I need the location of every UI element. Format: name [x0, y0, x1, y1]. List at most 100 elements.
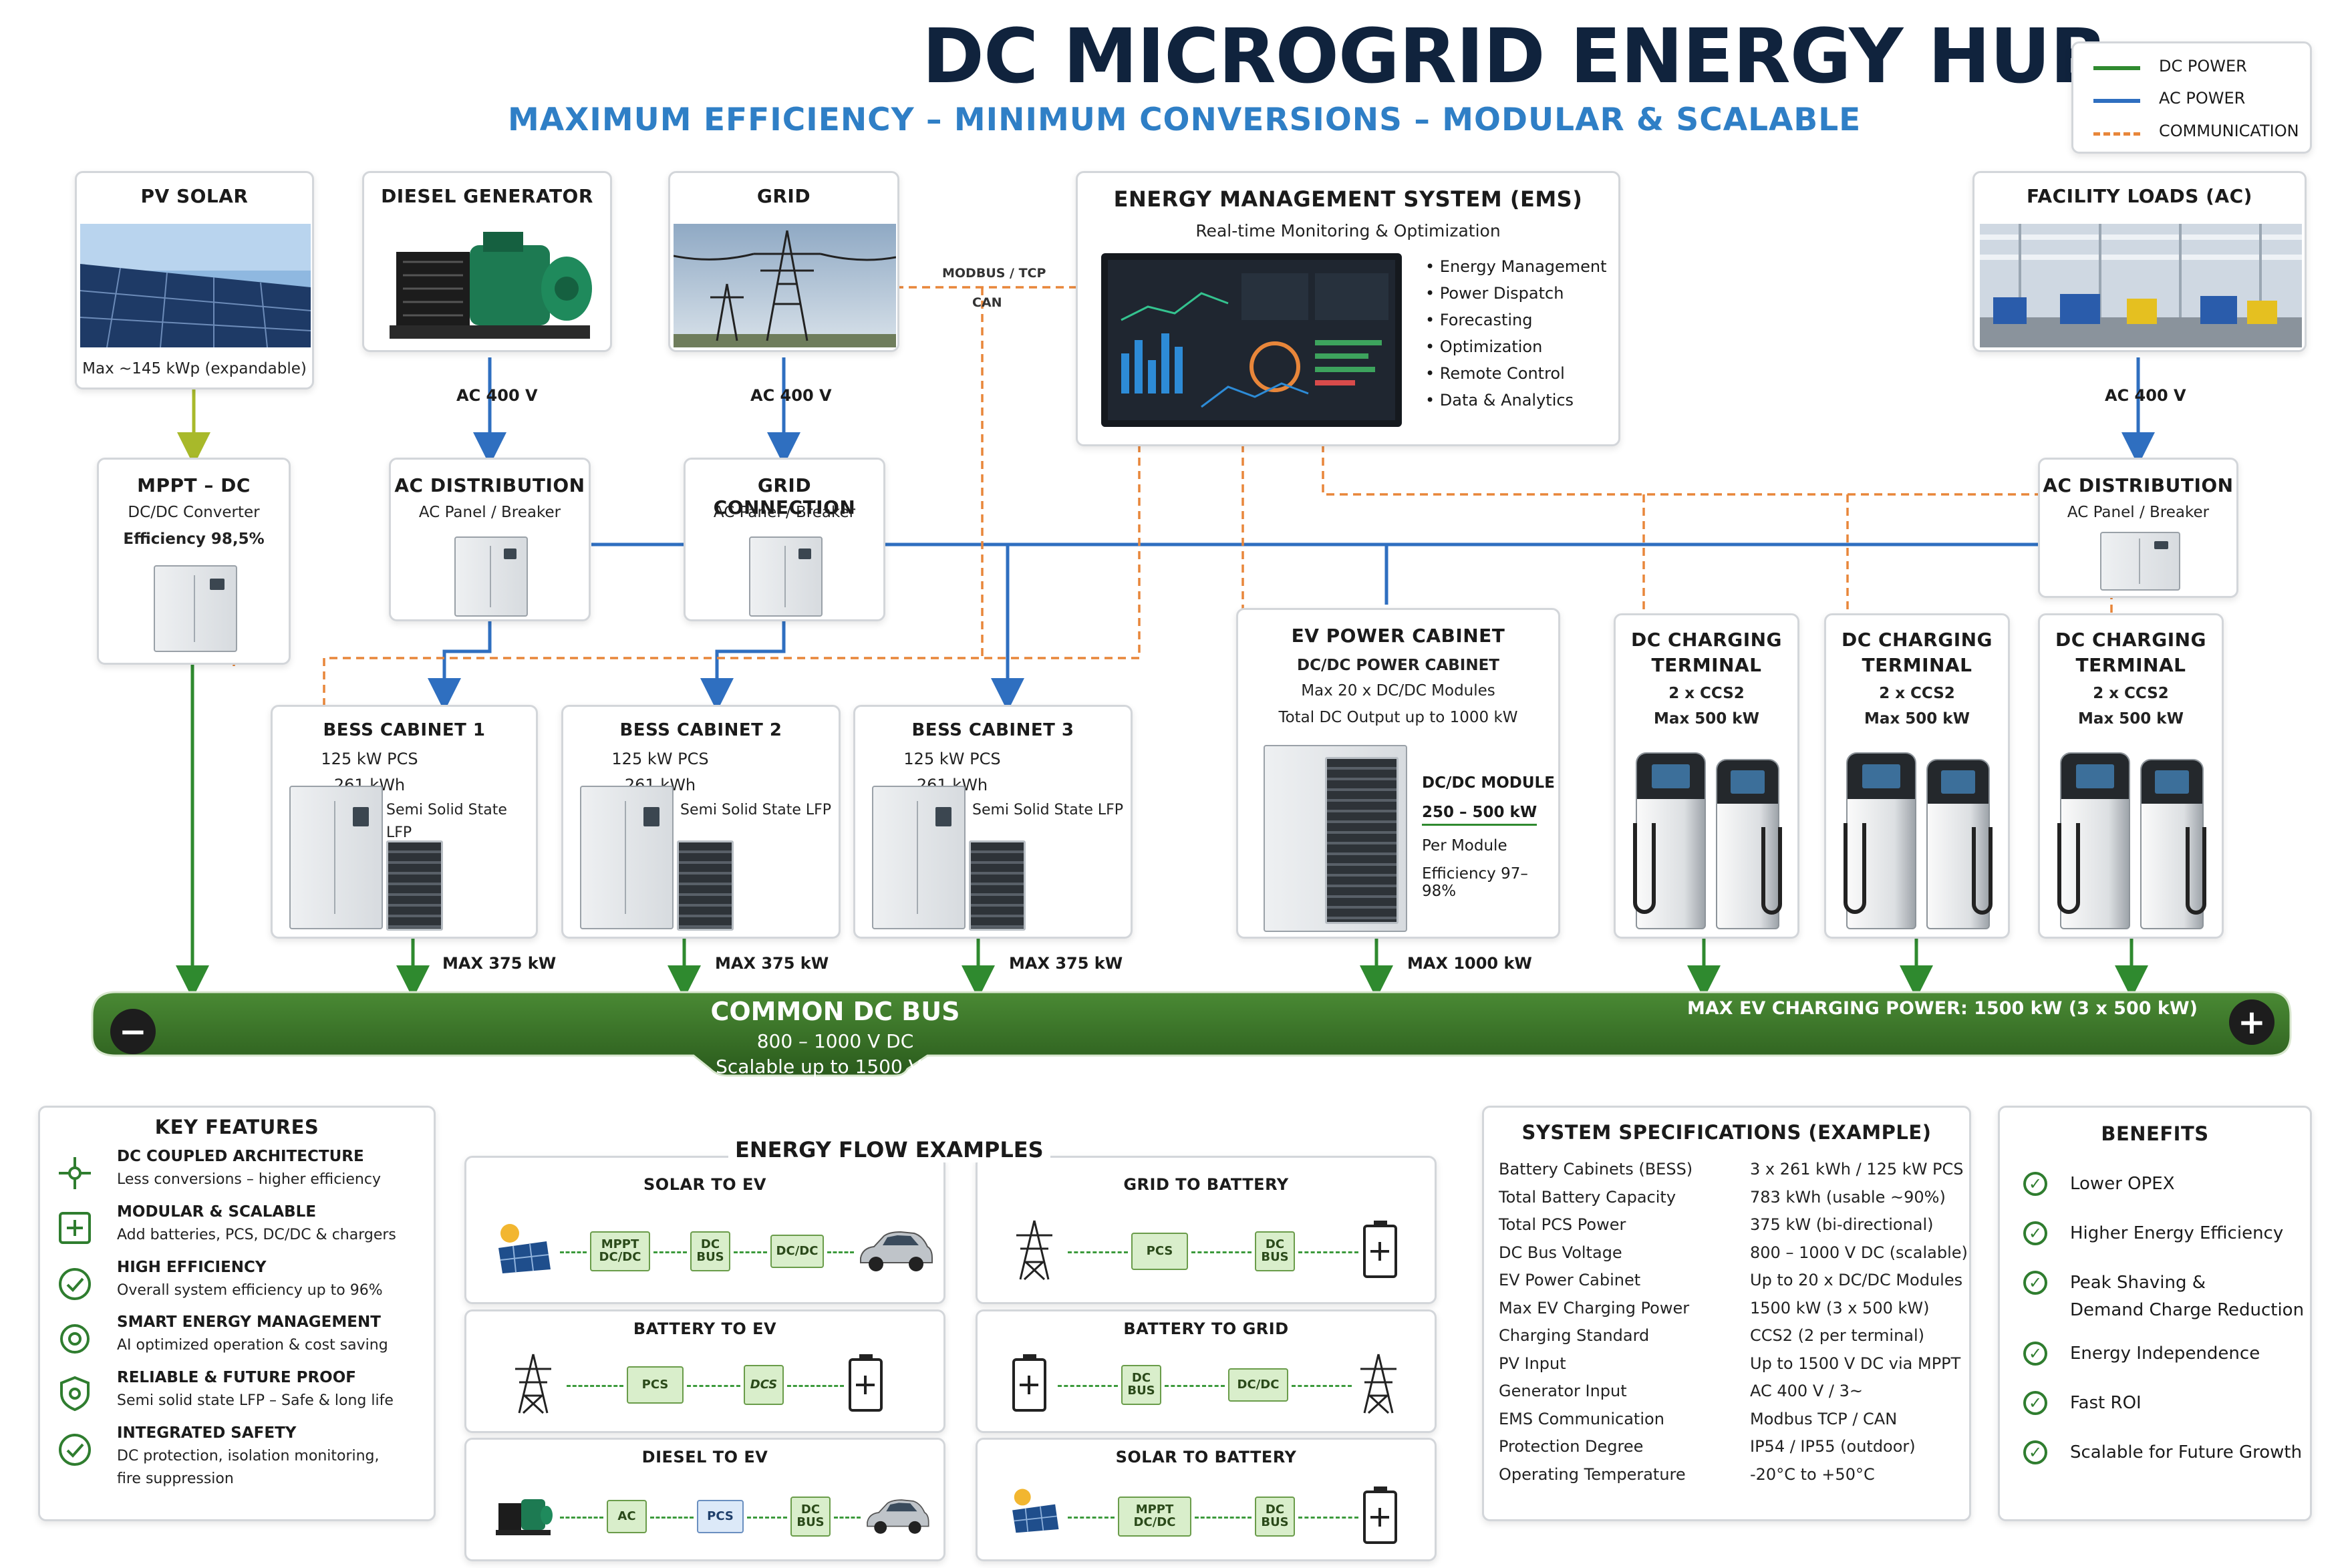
benefit-item: Fast ROI — [2070, 1393, 2142, 1413]
module-per: Per Module — [1422, 837, 1507, 854]
ems-bullet: • Power Dispatch — [1425, 284, 1564, 303]
ev-power-cabinet-card: EV POWER CABINET DC/DC POWER CABINET Max… — [1236, 608, 1560, 939]
flow-arrow — [747, 1517, 787, 1519]
flow-arrow — [1058, 1385, 1118, 1387]
dc-bus-plus-icon: + — [2229, 999, 2274, 1045]
car-icon — [860, 1231, 933, 1271]
bess-2-title: BESS CABINET 2 — [619, 720, 782, 740]
feature-desc: Overall system efficiency up to 96% — [117, 1282, 383, 1299]
flow-arrow — [1292, 1385, 1352, 1387]
cabinet-icon — [289, 786, 383, 929]
spec-label: Charging Standard — [1499, 1326, 1650, 1345]
spec-label: Max EV Charging Power — [1499, 1298, 1690, 1317]
ev-charger-icon — [2057, 752, 2130, 929]
grid-title: GRID — [756, 185, 811, 207]
charger-3-title1: DC CHARGING — [2055, 629, 2207, 651]
ev-charger-icon — [1716, 759, 1782, 929]
flow-title: DIESEL TO EV — [641, 1448, 768, 1466]
ac-distribution-right-title: AC DISTRIBUTION — [2043, 474, 2234, 496]
flow-step: AC — [607, 1500, 647, 1533]
flow-diesel-to-ev: DIESEL TO EV AC PCS DC BUS — [464, 1438, 945, 1561]
module-efficiency: Efficiency 97–98% — [1422, 865, 1528, 900]
flow-arrow — [650, 1517, 694, 1519]
ev-charger-icon — [1844, 752, 1916, 929]
flow-step: DC BUS — [1255, 1231, 1295, 1271]
charging-terminal-2-card: DC CHARGING TERMINAL 2 x CCS2 Max 500 kW — [1824, 613, 2010, 939]
power-tower-icon — [1360, 1354, 1396, 1414]
ac-distribution-left-line1: AC Panel / Breaker — [418, 504, 561, 521]
car-icon — [867, 1499, 929, 1534]
check-icon: ✓ — [2023, 1440, 2047, 1464]
diesel-generator-card: DIESEL GENERATOR — [362, 171, 612, 352]
flow-step: DC/DC — [1228, 1368, 1288, 1402]
spec-label: EV Power Cabinet — [1499, 1271, 1641, 1289]
feature-title: RELIABLE & FUTURE PROOF — [117, 1369, 356, 1386]
mppt-line2: Efficiency 98,5% — [123, 530, 265, 548]
charger-2-spec2: Max 500 kW — [1864, 710, 1970, 728]
check-icon: ✓ — [2023, 1221, 2047, 1245]
grid-connection-line1: AC Panel / Breaker — [713, 504, 856, 521]
key-features-title: KEY FEATURES — [154, 1116, 319, 1138]
flow-solar-to-ev: SOLAR TO EV MPPT DC/DC DC BUS DC/DC — [464, 1156, 945, 1304]
ev-cabinet-title: EV POWER CABINET — [1291, 625, 1505, 647]
power-tower-icon — [1016, 1220, 1052, 1281]
charger-3-spec2: Max 500 kW — [2078, 710, 2184, 728]
flow-step: PCS — [1131, 1233, 1188, 1270]
spec-label: Battery Cabinets (BESS) — [1499, 1160, 1693, 1179]
ac-distribution-right-card: AC DISTRIBUTION AC Panel / Breaker — [2038, 458, 2238, 598]
ems-bullet: • Energy Management — [1425, 257, 1607, 276]
flow-arrow — [1191, 1251, 1252, 1253]
protocol-label-2: CAN — [972, 295, 1002, 310]
flow-arrow — [1068, 1251, 1128, 1253]
dcdc-module-rack-icon — [1325, 757, 1399, 924]
flow-step: DC BUS — [690, 1231, 730, 1271]
flow-solar-to-battery: SOLAR TO BATTERY MPPT DC/DC DC BUS — [976, 1438, 1437, 1561]
bess-3-title: BESS CABINET 3 — [911, 720, 1074, 740]
spec-label: EMS Communication — [1499, 1409, 1664, 1428]
cabinet-icon — [872, 786, 966, 929]
bess-1-pcs: 125 kW PCS — [321, 750, 418, 768]
ems-bullet: • Forecasting — [1425, 311, 1533, 329]
ev-cabinet-line2: Max 20 x DC/DC Modules — [1301, 682, 1495, 699]
check-circle-icon — [59, 1434, 91, 1466]
bess-1-chem: Semi Solid State LFP — [386, 802, 507, 842]
spec-label: Total Battery Capacity — [1499, 1187, 1676, 1207]
ev-cabinet-line3: Total DC Output up to 1000 kW — [1278, 709, 1518, 726]
ev-charger-icon — [1926, 759, 1993, 929]
mppt-card: MPPT – DC DC/DC Converter Efficiency 98,… — [97, 458, 291, 665]
module-title: DC/DC MODULE — [1422, 774, 1555, 792]
ev-charger-icon — [1633, 752, 1706, 929]
check-icon: ✓ — [2023, 1271, 2047, 1295]
flow-step: DC/DC — [770, 1235, 824, 1268]
ev-charger-icon — [2140, 759, 2206, 929]
benefit-item: Lower OPEX — [2070, 1174, 2175, 1194]
flow-step: MPPT DC/DC — [590, 1231, 650, 1271]
system-specs-title: SYSTEM SPECIFICATIONS (EXAMPLE) — [1521, 1121, 1932, 1144]
spec-value: IP54 / IP55 (outdoor) — [1750, 1437, 1916, 1456]
benefit-item: Energy Independence — [2070, 1344, 2260, 1364]
ac-distribution-left-title: AC DISTRIBUTION — [394, 474, 585, 496]
flow-step: PCS — [627, 1366, 684, 1404]
legend-dc-label: DC POWER — [2159, 57, 2247, 75]
spec-value: 1500 kW (3 x 500 kW) — [1750, 1298, 1930, 1317]
feature-desc: Add batteries, PCS, DC/DC & chargers — [117, 1227, 396, 1243]
modular-plus-icon — [59, 1212, 91, 1244]
flow-arrow — [1165, 1385, 1225, 1387]
benefit-item: Peak Shaving & — [2070, 1273, 2206, 1293]
benefit-item: Scalable for Future Growth — [2070, 1442, 2303, 1462]
flow-title: GRID TO BATTERY — [1123, 1175, 1289, 1194]
charger-2-spec1: 2 x CCS2 — [1879, 685, 1955, 702]
check-icon: ✓ — [2023, 1172, 2047, 1196]
ems-bullet: • Data & Analytics — [1425, 391, 1574, 410]
mppt-line1: DC/DC Converter — [128, 504, 260, 521]
battery-rack-icon — [386, 840, 443, 931]
spec-value: -20°C to +50°C — [1750, 1464, 1875, 1484]
spec-value: 3 x 261 kWh / 125 kW PCS — [1750, 1160, 1964, 1179]
spec-label: DC Bus Voltage — [1499, 1243, 1622, 1262]
legend-comm-swatch — [2093, 132, 2140, 136]
flow-title: SOLAR TO BATTERY — [1115, 1448, 1297, 1466]
spec-label: Total PCS Power — [1499, 1215, 1626, 1234]
pv-solar-title: PV SOLAR — [140, 185, 249, 207]
ems-card: ENERGY MANAGEMENT SYSTEM (EMS) Real-time… — [1076, 171, 1620, 446]
flow-step: DCS — [744, 1365, 784, 1405]
